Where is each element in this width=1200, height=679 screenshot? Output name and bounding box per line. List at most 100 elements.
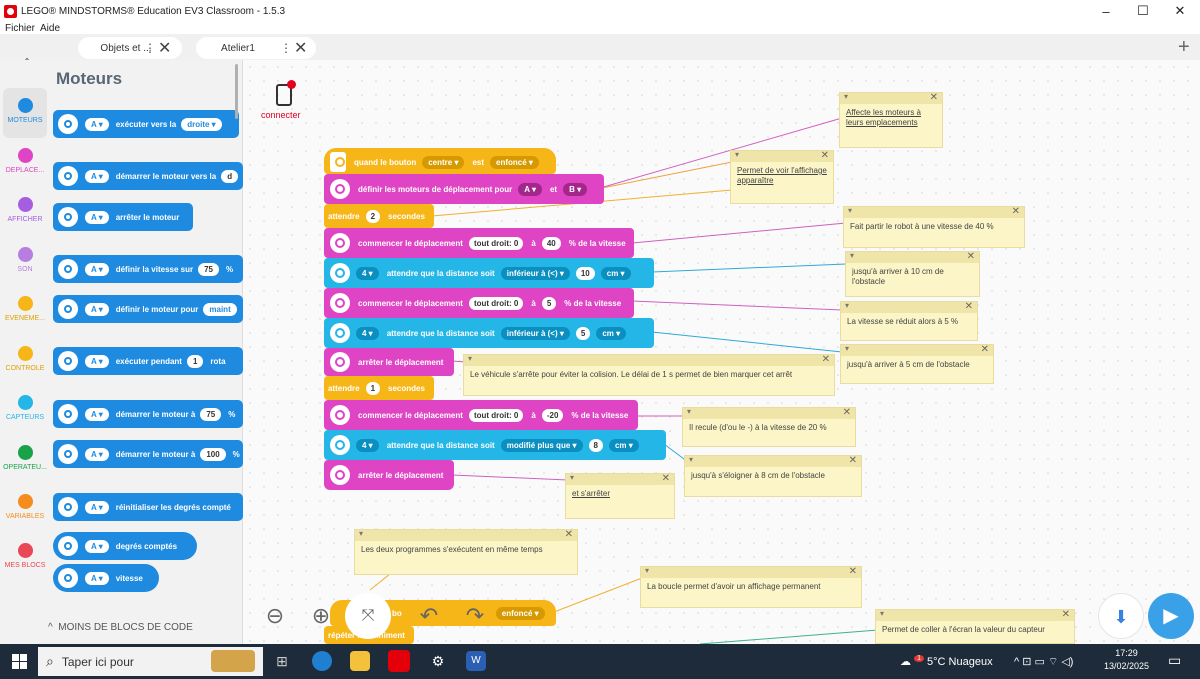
direction-field[interactable]: tout droit: 0 bbox=[468, 296, 524, 310]
speed-field[interactable]: 5 bbox=[541, 296, 557, 310]
port-dropdown[interactable]: A ▾ bbox=[85, 407, 109, 421]
category-son[interactable]: SON bbox=[0, 247, 50, 273]
comment-note[interactable]: ✕ jusqu'à s'éloigner à 8 cm de l'obstacle bbox=[684, 455, 862, 497]
palette-block-stop-motor[interactable]: A ▾arrêter le moteur bbox=[53, 203, 193, 231]
port-dropdown[interactable]: A ▾ bbox=[85, 262, 109, 276]
port-dropdown[interactable]: A ▾ bbox=[85, 302, 109, 316]
note-header[interactable]: ✕ bbox=[846, 251, 979, 263]
block-arg[interactable]: 75 bbox=[198, 262, 219, 276]
block-start-moving-5[interactable]: commencer le déplacement tout droit: 0 à… bbox=[324, 288, 634, 318]
note-header[interactable]: ✕ bbox=[566, 473, 674, 485]
note-header[interactable]: ✕ bbox=[355, 529, 577, 541]
block-stop-moving-2[interactable]: arrêter le déplacement bbox=[324, 460, 454, 490]
category-variables[interactable]: VARIABLES bbox=[0, 494, 50, 520]
note-header[interactable]: ✕ bbox=[683, 407, 855, 419]
task-view-icon[interactable]: ⊞ bbox=[276, 653, 288, 669]
word-icon[interactable]: W bbox=[466, 651, 486, 671]
block-arg[interactable]: d bbox=[221, 169, 239, 183]
block-stop-moving-1[interactable]: arrêter le déplacement bbox=[324, 348, 454, 376]
category-controle[interactable]: CONTRÔLE bbox=[0, 346, 50, 372]
button-dropdown[interactable]: centre ▾ bbox=[422, 155, 465, 169]
state-dropdown[interactable]: enfoncé ▾ bbox=[490, 155, 539, 169]
unit-dropdown[interactable]: cm ▾ bbox=[600, 266, 631, 280]
note-close-icon[interactable]: ✕ bbox=[842, 407, 851, 418]
block-wait-distance-10[interactable]: 4 ▾ attendre que la distance soit inféri… bbox=[324, 258, 654, 288]
note-text[interactable]: Affecte les moteurs à leurs emplacements bbox=[846, 108, 921, 127]
block-set-drive-motors[interactable]: définir les moteurs de déplacement pour … bbox=[324, 174, 604, 204]
settings-gear-icon[interactable]: ⚙ bbox=[431, 653, 445, 669]
note-close-icon[interactable]: ✕ bbox=[661, 473, 670, 484]
port-dropdown[interactable]: A ▾ bbox=[85, 539, 109, 553]
block-arg[interactable]: 100 bbox=[200, 447, 226, 461]
weather-widget[interactable]: ☁ 1 5°C Nuageux bbox=[900, 655, 993, 668]
comparison-dropdown[interactable]: inférieur à (<) ▾ bbox=[500, 326, 570, 340]
maximize-button[interactable]: ☐ bbox=[1137, 3, 1149, 18]
tab-menu-icon[interactable]: ⋮ bbox=[144, 41, 156, 55]
note-header[interactable]: ✕ bbox=[841, 301, 977, 313]
zoom-out-icon[interactable]: ⊖ bbox=[265, 603, 285, 628]
note-text[interactable]: jusqu'à s'éloigner à 8 cm de l'obstacle bbox=[691, 471, 825, 480]
block-wait-distance-5[interactable]: 4 ▾ attendre que la distance soit inféri… bbox=[324, 318, 654, 348]
comment-note[interactable]: ✕Permet de voir l'affichage apparaître bbox=[730, 150, 834, 204]
comment-note[interactable]: ✕jusqu'à arriver à 5 cm de l'obstacle bbox=[840, 344, 994, 384]
port-dropdown[interactable]: A ▾ bbox=[85, 169, 109, 183]
port-dropdown[interactable]: A ▾ bbox=[85, 571, 109, 585]
tab-atelier1[interactable]: Atelier1 ⋮ ✕ bbox=[196, 37, 316, 59]
menu-help[interactable]: Aide bbox=[40, 22, 61, 34]
undo-icon[interactable]: ↶ bbox=[419, 603, 439, 628]
direction-field[interactable]: tout droit: 0 bbox=[468, 236, 524, 250]
port-dropdown[interactable]: A ▾ bbox=[85, 500, 109, 514]
port-dropdown[interactable]: A ▾ bbox=[85, 447, 109, 461]
note-close-icon[interactable]: ✕ bbox=[848, 566, 857, 577]
note-header[interactable]: ✕ bbox=[685, 455, 861, 467]
comment-note[interactable]: ✕La boucle permet d'avoir un affichage p… bbox=[640, 566, 862, 608]
category-deplacement[interactable]: DEPLACE... bbox=[0, 148, 50, 174]
lego-ev3-taskbar-icon[interactable] bbox=[388, 650, 410, 672]
block-wait-seconds-2[interactable]: attendre 1 secondes bbox=[324, 376, 434, 400]
palette-scrollbar[interactable] bbox=[235, 64, 238, 119]
comment-note[interactable]: ✕et s'arrêter bbox=[565, 473, 675, 519]
note-close-icon[interactable]: ✕ bbox=[820, 150, 829, 161]
block-wait-distance-changed[interactable]: 4 ▾ attendre que la distance soit modifi… bbox=[324, 430, 666, 460]
minimize-button[interactable]: – bbox=[1102, 3, 1110, 19]
connect-button[interactable]: connecter bbox=[261, 80, 301, 120]
notifications-icon[interactable]: ▭ bbox=[1168, 652, 1182, 668]
comment-note[interactable]: ✕Fait partir le robot à une vitesse de 4… bbox=[843, 206, 1025, 248]
comment-note[interactable]: ✕La vitesse se réduit alors à 5 % bbox=[840, 301, 978, 341]
note-close-icon[interactable]: ✕ bbox=[1061, 609, 1070, 620]
block-start-moving-minus20[interactable]: commencer le déplacement tout droit: 0 à… bbox=[324, 400, 638, 430]
category-capteurs[interactable]: CAPTEURS bbox=[0, 395, 50, 421]
state-dropdown[interactable]: enfoncé ▾ bbox=[495, 606, 545, 620]
block-arg[interactable]: 75 bbox=[200, 407, 222, 421]
note-header[interactable]: ✕ bbox=[844, 206, 1024, 218]
block-wait-seconds[interactable]: attendre 2 secondes bbox=[324, 204, 434, 228]
distance-field[interactable]: 5 bbox=[575, 326, 591, 340]
block-when-button-pressed[interactable]: quand le bouton centre ▾ est enfoncé ▾ bbox=[324, 148, 556, 174]
menu-file[interactable]: Fichier bbox=[5, 22, 36, 34]
note-header[interactable]: ✕ bbox=[464, 354, 834, 366]
seconds-field[interactable]: 2 bbox=[365, 209, 381, 223]
block-start-moving-40[interactable]: commencer le déplacement tout droit: 0 à… bbox=[324, 228, 634, 258]
port-dropdown[interactable]: A ▾ bbox=[85, 210, 109, 224]
tab-close-icon[interactable]: ✕ bbox=[294, 40, 308, 57]
block-arg[interactable]: droite ▾ bbox=[181, 117, 222, 131]
block-arg[interactable]: 1 bbox=[186, 354, 204, 368]
note-close-icon[interactable]: ✕ bbox=[848, 455, 857, 466]
comment-note[interactable]: ✕Permet de coller à l'écran la valeur du… bbox=[875, 609, 1075, 644]
redo-icon[interactable]: ↷ bbox=[465, 603, 485, 628]
port-dropdown[interactable]: A ▾ bbox=[85, 354, 109, 368]
note-close-icon[interactable]: ✕ bbox=[966, 251, 975, 262]
note-close-icon[interactable]: ✕ bbox=[564, 529, 573, 540]
category-afficher[interactable]: AFFICHER bbox=[0, 197, 50, 223]
note-text[interactable]: Les deux programmes s'exécutent en même … bbox=[361, 545, 543, 554]
direction-field[interactable]: tout droit: 0 bbox=[468, 408, 524, 422]
file-explorer-icon[interactable] bbox=[350, 651, 370, 671]
note-text[interactable]: jusqu'à arriver à 5 cm de l'obstacle bbox=[847, 360, 970, 369]
system-tray-icons[interactable]: ^ ⊡ ▭ ⌔ ◁) bbox=[1014, 656, 1074, 668]
